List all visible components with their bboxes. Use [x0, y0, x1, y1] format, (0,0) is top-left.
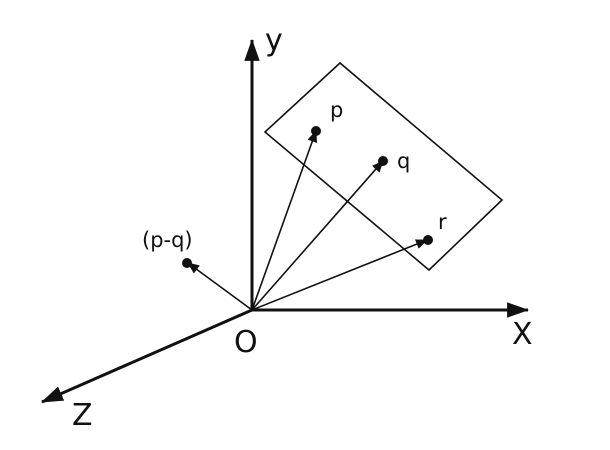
plane-rectangle: [263, 61, 504, 272]
vector-p-minus-q: [187, 262, 253, 311]
vector-r: [251, 239, 428, 311]
point-q: [378, 156, 388, 166]
point-p-label: p: [330, 98, 343, 122]
z-axis: [40, 308, 253, 404]
y-axis-label: y: [265, 23, 283, 58]
point-q-label: q: [397, 149, 410, 173]
origin-label: O: [234, 325, 258, 360]
point-p: [311, 126, 321, 136]
point-p-minus-q-label: (p-q): [142, 228, 193, 252]
vector-q: [251, 160, 384, 311]
point-p-minus-q: [182, 258, 192, 268]
z-axis-label: Z: [72, 398, 93, 433]
point-r: [423, 235, 433, 245]
x-axis-label: X: [512, 317, 533, 352]
vector-p: [251, 130, 318, 311]
point-r-label: r: [438, 210, 447, 234]
